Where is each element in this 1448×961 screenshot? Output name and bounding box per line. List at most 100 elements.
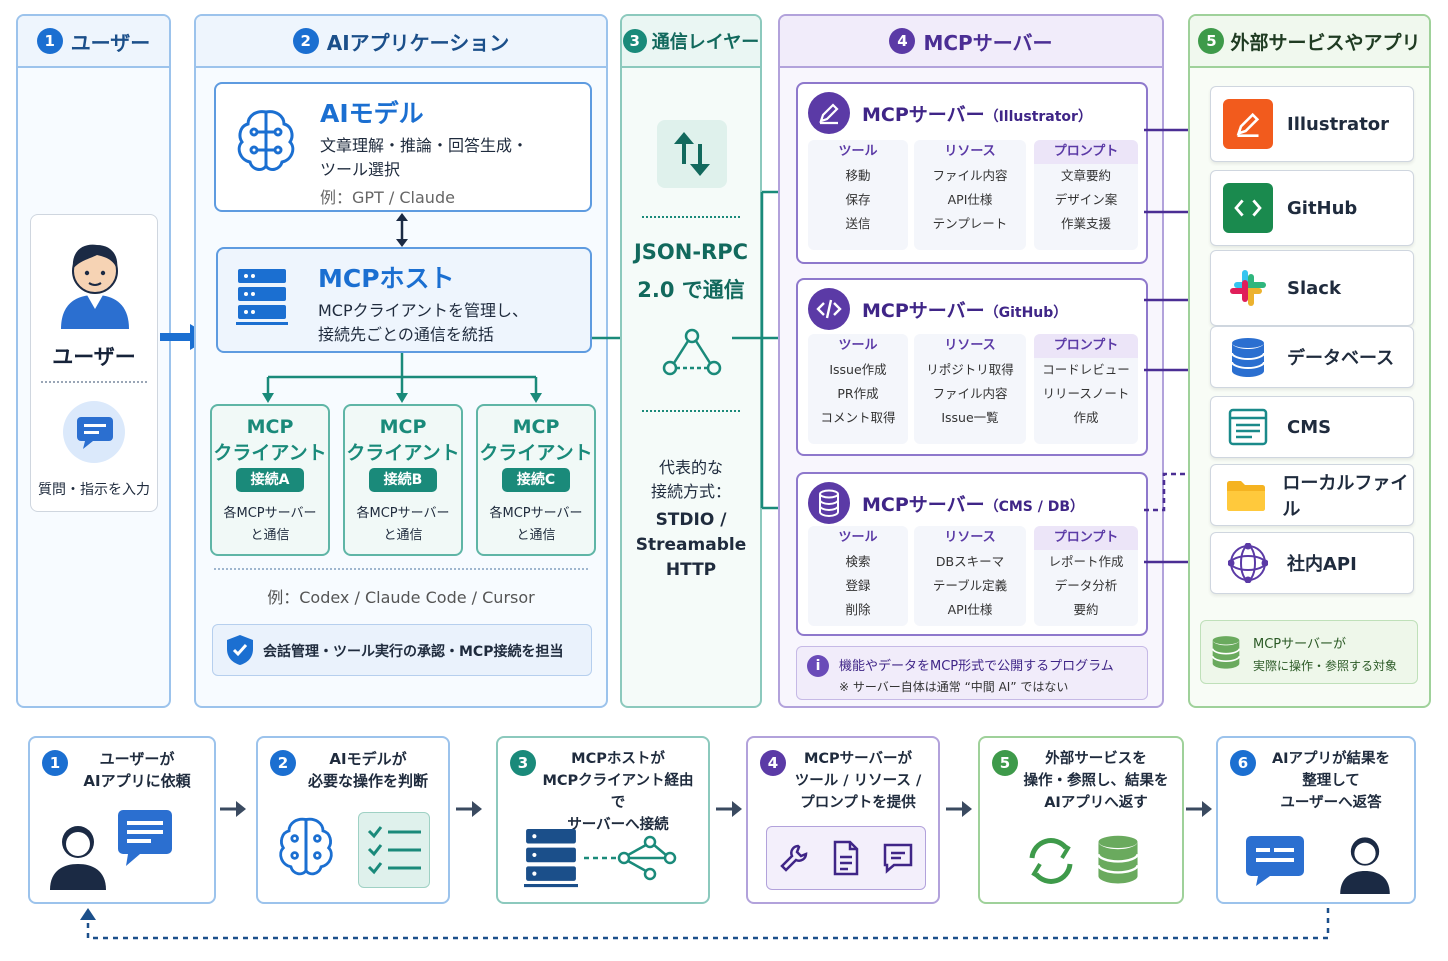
column-header: プロンプト — [1034, 334, 1138, 358]
method-value: Streamable — [635, 535, 747, 555]
column-item: データ分析 — [1054, 578, 1118, 593]
column-item: 登録 — [845, 578, 871, 593]
service-slack[interactable]: Slack — [1210, 250, 1414, 326]
step-arrow — [1186, 801, 1212, 817]
chat-icon — [77, 417, 113, 449]
step-line: MCPクライアント経由で — [542, 773, 694, 811]
column-item: API仕様 — [947, 192, 993, 207]
protocol-label: JSON-RPC — [633, 240, 749, 264]
column-item: コメント取得 — [820, 410, 896, 425]
database-icon — [1097, 835, 1139, 884]
server-title: MCPサーバー（CMS / DB） — [862, 490, 1084, 517]
server-icon — [236, 269, 288, 325]
step-number: 1 — [42, 750, 68, 776]
folder-icon — [1223, 470, 1268, 520]
external-services-panel: 5 外部サービスやアプリ Illustrator GitHub Slack デー… — [1188, 14, 1431, 708]
column-header: プロンプト — [1034, 140, 1138, 164]
client-title: MCP — [512, 416, 560, 438]
column-item: コードレビュー — [1042, 362, 1130, 377]
service-label: Slack — [1287, 277, 1341, 299]
step-text: AIモデルが必要な操作を判断 — [296, 748, 440, 792]
step-arrow — [220, 801, 246, 817]
chat-icon — [1246, 836, 1304, 886]
database-icon — [1223, 332, 1273, 382]
column-item: リポジトリ取得 — [926, 362, 1014, 377]
column-item: テーブル定義 — [932, 578, 1008, 593]
column-header: プロンプト — [1034, 526, 1138, 550]
service-cms[interactable]: CMS — [1210, 396, 1414, 458]
service-label: GitHub — [1287, 197, 1358, 219]
flow-step-6: 6 AIアプリが結果を整理してユーザーへ返答 — [1216, 736, 1416, 904]
mcp-client-c: MCP クライアント 接続C 各MCPサーバー と通信 — [476, 404, 596, 556]
mcp-server-illustrator: MCPサーバー（Illustrator） ツール移動保存送信 リソースファイル内… — [796, 82, 1148, 264]
mcp-host-card: MCPホスト MCPクライアントを管理し、 接続先ごとの通信を統括 — [216, 247, 592, 353]
step-line: ツール / リソース / — [794, 773, 922, 789]
wrench-icon — [780, 844, 808, 872]
service-internal-api[interactable]: 社内API — [1210, 532, 1414, 594]
column-item: 移動 — [845, 168, 871, 183]
step-line: ユーザーが — [99, 750, 175, 768]
step-line: サーバーへ接続 — [567, 817, 669, 833]
column-item: 検索 — [845, 554, 871, 569]
pen-icon — [819, 103, 839, 125]
step-line: プロンプトを提供 — [800, 795, 916, 811]
message-icon — [883, 843, 913, 874]
service-illustrator[interactable]: Illustrator — [1210, 86, 1414, 162]
panel-title: 外部サービスやアプリ — [1230, 31, 1421, 54]
user-panel: 1 ユーザー ユーザー 質問・指示を入力 — [16, 14, 171, 708]
column-item: 送信 — [845, 216, 871, 231]
client-badge: 接続C — [502, 468, 570, 492]
user-avatar-icon — [61, 244, 129, 329]
step-line: AIアプリが結果を — [1271, 751, 1391, 767]
column-header: ツール — [838, 530, 878, 545]
brain-icon — [237, 110, 295, 171]
service-database[interactable]: データベース — [1210, 326, 1414, 388]
sync-icon — [1029, 838, 1073, 884]
client-title: MCP — [379, 416, 427, 438]
column-header: ツール — [838, 144, 878, 159]
ai-app-panel: 2 AIアプリケーション AIモデル 文章理解・推論・回答生成・ ツール選択 例… — [194, 14, 608, 708]
method-value: HTTP — [665, 560, 717, 580]
column-item: PR作成 — [837, 386, 879, 401]
step-line: MCPホストが — [571, 751, 665, 767]
ai-model-title: AIモデル — [320, 99, 424, 128]
step-number: 1 — [36, 28, 63, 54]
step-number: 4 — [760, 750, 786, 776]
slack-icon — [1223, 263, 1273, 313]
service-github[interactable]: GitHub — [1210, 170, 1414, 246]
transfer-icon-bg — [657, 120, 727, 188]
panel-title: ユーザー — [70, 30, 151, 55]
column-item: DBスキーマ — [935, 554, 1005, 569]
ai-model-example: 例：GPT / Claude — [320, 188, 455, 207]
network-icon — [662, 328, 722, 376]
column-item: API仕様 — [947, 602, 993, 617]
prompts-column: プロンプトレポート作成データ分析要約 — [1034, 526, 1138, 626]
column-header: リソース — [944, 338, 996, 353]
step-number: 3 — [622, 29, 647, 53]
external-note: MCPサーバーが 実際に操作・参照する対象 — [1200, 620, 1418, 684]
server-icon-bg — [808, 92, 850, 134]
step-arrow — [456, 801, 482, 817]
step-line: 整理して — [1302, 773, 1360, 789]
service-local-file[interactable]: ローカルファイル — [1210, 464, 1414, 526]
column-item: ファイル内容 — [932, 386, 1008, 401]
client-title: MCP — [246, 416, 294, 438]
column-item: 文章要約 — [1060, 168, 1111, 183]
step-line: MCPサーバーが — [803, 751, 913, 767]
database-icon — [819, 489, 839, 517]
user-panel-header: 1 ユーザー — [18, 16, 169, 68]
mcp-client-a: MCP クライアント 接続A 各MCPサーバー と通信 — [210, 404, 330, 556]
server-title-main: MCPサーバー — [862, 104, 985, 126]
column-item: リリースノート — [1042, 386, 1130, 401]
method-label: 代表的な — [658, 458, 723, 477]
method-value: STDIO / — [655, 510, 727, 530]
column-item: ファイル内容 — [932, 168, 1008, 183]
external-note-text: MCPサーバーが — [1253, 637, 1347, 652]
user-input-label: 質問・指示を入力 — [38, 482, 150, 498]
